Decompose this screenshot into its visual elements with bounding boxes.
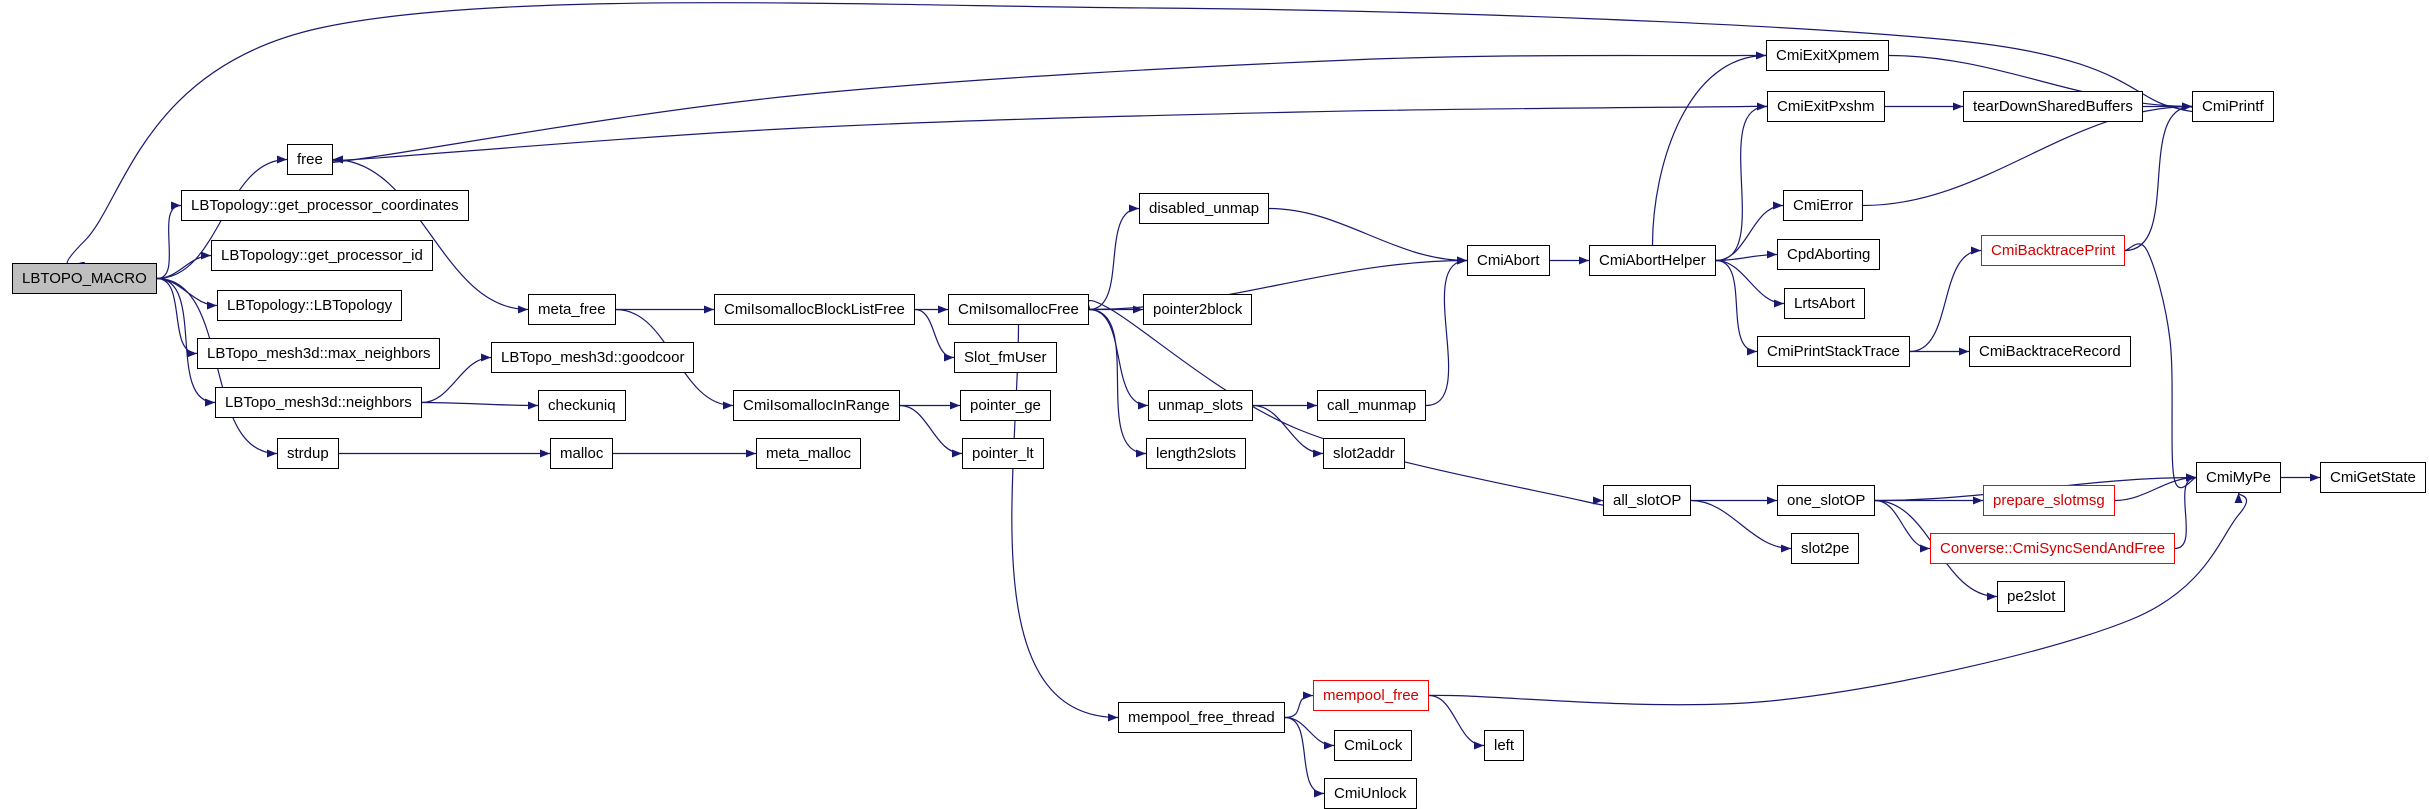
edge-cmiexitpxshm-free (314, 105, 1786, 164)
edge-syncsendfree-cmimype (2174, 473, 2197, 550)
graph-node-cmimype[interactable]: CmiMyPe (2196, 462, 2282, 493)
graph-node-pointer_ge[interactable]: pointer_ge (960, 390, 1051, 421)
edge-prepare_slotmsg-cmimype (2114, 473, 2197, 502)
edge-one_slotop-syncsendfree (1874, 499, 1931, 553)
graph-node-pointer2block[interactable]: pointer2block (1143, 294, 1253, 325)
graph-node-lbtopo_macro[interactable]: LBTOPO_MACRO (12, 263, 157, 294)
graph-node-meta_free[interactable]: meta_free (528, 294, 616, 325)
graph-node-cmiexitxpmem[interactable]: CmiExitXpmem (1766, 40, 1890, 71)
edge-printstacktrace-backtraceprint (1909, 246, 1982, 353)
edge-mempool_free_thread-cmiunlock (1284, 716, 1325, 798)
graph-node-slot2addr[interactable]: slot2addr (1323, 438, 1405, 469)
graph-node-mempool_free_thread[interactable]: mempool_free_thread (1118, 702, 1285, 733)
edge-call_munmap-cmiabort (1425, 256, 1468, 407)
graph-node-checkuniq[interactable]: checkuniq (538, 390, 626, 421)
edge-cmiexitxpmem-cmiprintf (1888, 54, 2193, 111)
graph-node-blocklistfree[interactable]: CmiIsomallocBlockListFree (714, 294, 915, 325)
graph-node-inrange[interactable]: CmiIsomallocInRange (733, 390, 900, 421)
edge-cmiaborthelper-cpdaborting (1715, 250, 1778, 262)
edge-mempool_free-cmimype (1418, 492, 2248, 706)
edge-free-meta_free (332, 158, 529, 314)
edge-unmap_slots-slot2addr (1252, 404, 1324, 458)
graph-node-left[interactable]: left (1484, 730, 1525, 761)
edge-cmiaborthelper-cmiexitpxshm (1715, 102, 1768, 262)
graph-node-printstacktrace[interactable]: CmiPrintStackTrace (1757, 336, 1910, 367)
edge-layer (66, 2, 2320, 798)
edge-isomallocfree-disabled_unmap (1088, 204, 1140, 311)
edge-mempool_free_thread-cmilock (1284, 716, 1335, 750)
edge-all_slotop-slot2pe (1690, 499, 1792, 553)
graph-node-meta_malloc[interactable]: meta_malloc (756, 438, 862, 469)
edge-neighbors-goodcoor (421, 353, 492, 404)
graph-node-free[interactable]: free (287, 144, 333, 175)
edge-backtraceprint-cmimype (2124, 243, 2197, 489)
graph-node-mempool_free[interactable]: mempool_free (1313, 680, 1429, 711)
graph-node-syncsendfree[interactable]: Converse::CmiSyncSendAndFree (1930, 533, 2176, 564)
graph-node-cmiexitpxshm[interactable]: CmiExitPxshm (1767, 91, 1885, 122)
graph-node-one_slotop[interactable]: one_slotOP (1777, 485, 1876, 516)
graph-node-strdup[interactable]: strdup (277, 438, 339, 469)
graph-node-isomallocfree[interactable]: CmiIsomallocFree (948, 294, 1089, 325)
edge-lbtopo_macro-get_proc_coords (156, 201, 182, 280)
graph-node-prepare_slotmsg[interactable]: prepare_slotmsg (1983, 485, 2115, 516)
edge-cmiaborthelper-cmiexitxpmem (1651, 51, 1767, 246)
edge-cmiexitxpmem-free (314, 54, 1782, 165)
graph-node-cmiprintf[interactable]: CmiPrintf (2192, 91, 2274, 122)
graph-node-disabled_unmap[interactable]: disabled_unmap (1139, 193, 1270, 224)
edge-inrange-pointer_lt (899, 404, 963, 458)
graph-node-malloc[interactable]: malloc (550, 438, 614, 469)
edge-cmiaborthelper-printstacktrace (1715, 259, 1758, 356)
edge-lbtopo_macro-cmiprintf (66, 2, 2196, 266)
graph-node-cmierror[interactable]: CmiError (1783, 190, 1863, 221)
graph-node-lrtsabort[interactable]: LrtsAbort (1784, 288, 1865, 319)
graph-node-goodcoor[interactable]: LBTopo_mesh3d::goodcoor (491, 342, 695, 373)
edge-isomallocfree-unmap_slots (1088, 308, 1149, 410)
edge-mempool_free_thread-mempool_free (1284, 691, 1314, 719)
graph-node-cmigetstate[interactable]: CmiGetState (2320, 462, 2426, 493)
graph-node-backtraceprint[interactable]: CmiBacktracePrint (1981, 235, 2126, 266)
edge-backtraceprint-cmiprintf (2124, 102, 2193, 252)
edge-isomallocfree-cmiabort (1088, 256, 1468, 311)
edge-lbtopo_macro-max_neighbors (156, 277, 198, 358)
graph-node-cmiaborthelper[interactable]: CmiAbortHelper (1589, 245, 1716, 276)
edge-isomallocfree-length2slots (1088, 308, 1147, 458)
edge-neighbors-checkuniq (421, 401, 539, 410)
graph-node-lbtopology[interactable]: LBTopology::LBTopology (217, 290, 403, 321)
graph-node-get_proc_id[interactable]: LBTopology::get_processor_id (211, 240, 433, 271)
graph-node-cmiunlock[interactable]: CmiUnlock (1324, 778, 1417, 809)
edge-lbtopo_macro-neighbors (156, 277, 216, 407)
edge-isomallocfree-mempool_free_thread (1011, 324, 1119, 722)
edge-blocklistfree-slot_fmuser (914, 308, 955, 362)
graph-node-pe2slot[interactable]: pe2slot (1997, 581, 2066, 612)
edge-isomallocfree-all_slotop (1087, 299, 1611, 507)
graph-node-teardown[interactable]: tearDownSharedBuffers (1963, 91, 2143, 122)
edge-cmierror-cmiprintf (1862, 102, 2193, 207)
edge-cmiaborthelper-lrtsabort (1715, 259, 1785, 308)
graph-node-backtracerecord[interactable]: CmiBacktraceRecord (1969, 336, 2131, 367)
graph-node-cmiabort[interactable]: CmiAbort (1467, 245, 1550, 276)
graph-node-length2slots[interactable]: length2slots (1146, 438, 1247, 469)
graph-node-unmap_slots[interactable]: unmap_slots (1148, 390, 1254, 421)
graph-node-neighbors[interactable]: LBTopo_mesh3d::neighbors (215, 387, 422, 418)
graph-node-cpdaborting[interactable]: CpdAborting (1777, 239, 1881, 270)
edge-lbtopo_macro-get_proc_id (156, 251, 212, 280)
graph-node-all_slotop[interactable]: all_slotOP (1603, 485, 1692, 516)
graph-node-slot2pe[interactable]: slot2pe (1791, 533, 1860, 564)
edge-mempool_free-left (1428, 694, 1485, 750)
graph-node-max_neighbors[interactable]: LBTopo_mesh3d::max_neighbors (197, 338, 441, 369)
graph-node-cmilock[interactable]: CmiLock (1334, 730, 1413, 761)
graph-node-get_proc_coords[interactable]: LBTopology::get_processor_coordinates (181, 190, 469, 221)
edge-cmiaborthelper-cmierror (1715, 201, 1784, 262)
graph-node-pointer_lt[interactable]: pointer_lt (962, 438, 1044, 469)
graph-node-call_munmap[interactable]: call_munmap (1317, 390, 1427, 421)
graph-node-slot_fmuser[interactable]: Slot_fmUser (954, 342, 1057, 373)
edge-disabled_unmap-cmiabort (1268, 207, 1468, 265)
